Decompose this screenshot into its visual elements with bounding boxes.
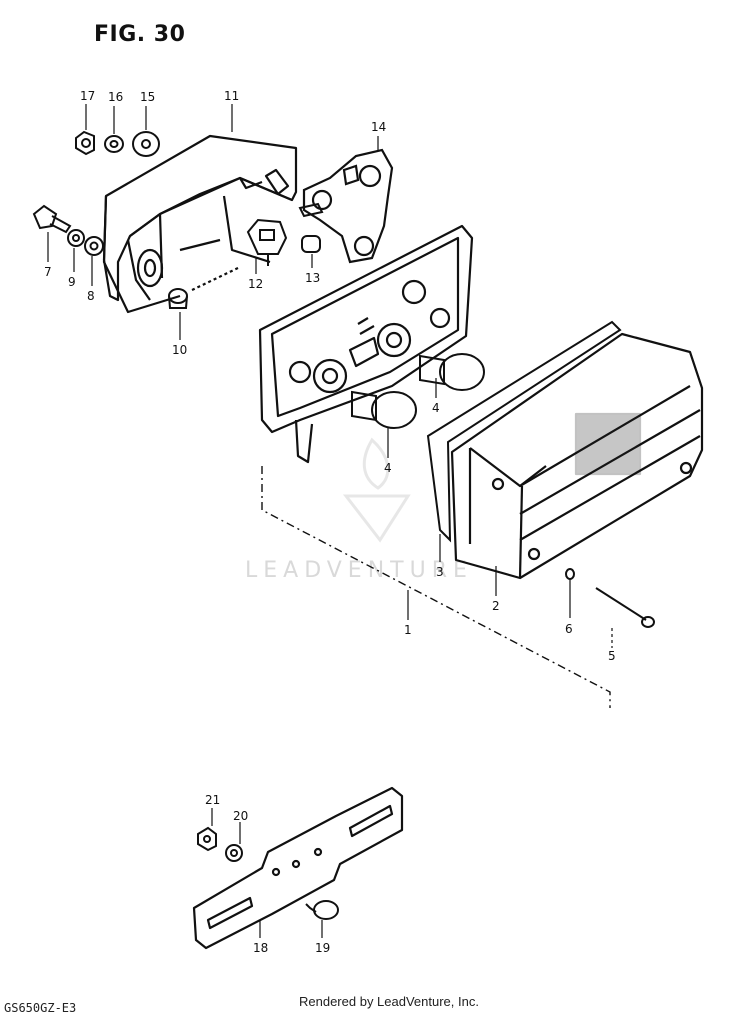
callout-13: 13 xyxy=(305,271,320,285)
callout-5: 5 xyxy=(608,649,616,663)
callout-21: 21 xyxy=(205,793,220,807)
cushion-13 xyxy=(298,202,324,253)
callout-4-upper: 4 xyxy=(432,401,440,415)
gasket-3 xyxy=(426,320,622,543)
model-code: GS650GZ-E3 xyxy=(4,1001,77,1015)
bracket-14 xyxy=(302,148,394,264)
callout-6-text: 6 xyxy=(565,622,573,636)
screw-19 xyxy=(305,900,339,920)
callout-8: 8 xyxy=(87,289,95,303)
callout-1: 1 xyxy=(404,623,412,637)
callout-15: 15 xyxy=(140,90,155,104)
callout-4-lower: 4 xyxy=(384,461,392,475)
tail-light-housing xyxy=(102,134,298,314)
callout-20: 20 xyxy=(233,809,248,823)
bulb-upper xyxy=(419,353,485,391)
callout-17: 17 xyxy=(80,89,95,103)
callout-labels: 17 16 15 11 14 7 9 8 12 13 10 4 4 3 2 1 … xyxy=(44,89,616,955)
callout-9: 9 xyxy=(68,275,76,289)
leadventure-logo xyxy=(342,437,411,543)
washer-20 xyxy=(225,844,243,862)
callout-19: 19 xyxy=(315,941,330,955)
lens-2 xyxy=(450,332,704,580)
nut-17 xyxy=(75,130,95,156)
license-bracket-18 xyxy=(192,786,404,950)
washer-16 xyxy=(104,135,124,153)
washer-8 xyxy=(84,236,104,256)
washer-9 xyxy=(67,229,85,247)
callout-14: 14 xyxy=(371,120,386,134)
socket-12 xyxy=(246,218,288,266)
washer-15 xyxy=(132,131,160,157)
callout-11: 11 xyxy=(224,89,239,103)
bolt-7 xyxy=(32,204,72,234)
rendered-by-footer: Rendered by LeadVenture, Inc. xyxy=(299,994,479,1009)
watermark-text: LEADVENTURE xyxy=(245,558,473,583)
callout-2: 2 xyxy=(492,599,500,613)
callout-16: 16 xyxy=(108,90,123,104)
lamp-base-plate xyxy=(258,224,474,464)
washer-6 xyxy=(565,568,575,580)
nut-21 xyxy=(197,826,217,852)
callout-12: 12 xyxy=(248,277,263,291)
callout-7: 7 xyxy=(44,265,52,279)
spacer-10 xyxy=(168,288,188,309)
screw-5 xyxy=(595,587,655,628)
bulb-lower xyxy=(351,390,417,429)
callout-18: 18 xyxy=(253,941,268,955)
callout-10: 10 xyxy=(172,343,187,357)
callout-3: 3 xyxy=(436,565,444,579)
assembly-guide-line xyxy=(261,466,611,708)
leader-lines xyxy=(47,104,613,938)
figure-title: FIG. 30 xyxy=(94,22,186,47)
